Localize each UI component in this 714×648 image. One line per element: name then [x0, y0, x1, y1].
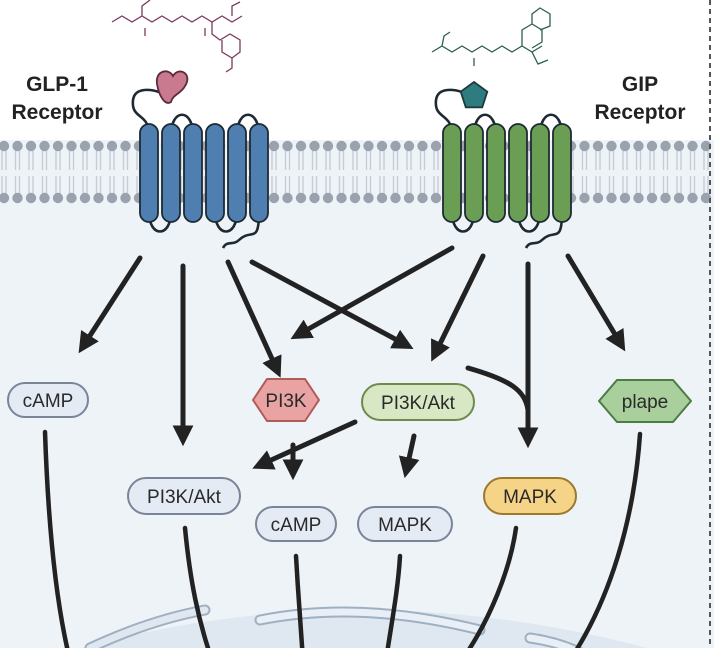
node-camp-left: cAMP [7, 382, 89, 418]
node-camp-mid: cAMP [255, 506, 337, 542]
node-mapk-mid: MAPK [357, 506, 453, 542]
phospholipid [633, 140, 644, 204]
node-label: PI3K/Akt [147, 487, 222, 508]
arrow-gip-to-pi3k [290, 245, 455, 340]
arrow-pi3k-akt-to-pi3k-akt-low [252, 419, 358, 470]
extracellular-space [0, 0, 714, 140]
transmembrane-helix [530, 123, 550, 223]
node-label: plape [622, 392, 669, 413]
phospholipid [403, 140, 415, 204]
transmembrane-helix [161, 123, 181, 223]
phospholipid [25, 140, 37, 204]
phospholipid [687, 140, 698, 204]
phospholipid [66, 140, 77, 204]
transmembrane-helix [486, 123, 506, 223]
phospholipid [120, 140, 131, 204]
node-label: PI3K/Akt [381, 393, 456, 414]
arrow-gip-to-plape [565, 253, 626, 352]
phospholipid [12, 140, 23, 204]
node-label: cAMP [23, 391, 74, 412]
phospholipid [282, 140, 293, 204]
phospholipid [39, 140, 50, 204]
gip-receptor [434, 80, 572, 249]
phospholipid [430, 140, 442, 204]
gip-agonist-molecule [431, 7, 551, 66]
transmembrane-helix [442, 123, 462, 223]
phospholipid [660, 140, 671, 204]
arrow-pi3k-akt-merge-mapk [465, 365, 531, 413]
line-mapk-to-nucleus [467, 525, 519, 648]
node-pi3k-akt-top: PI3K/Akt [361, 383, 475, 421]
node-mapk-right: MAPK [483, 477, 577, 515]
phospholipid [79, 140, 91, 204]
phospholipid [592, 140, 604, 204]
phospholipid [390, 140, 401, 204]
cytoplasm [0, 140, 714, 648]
line-camp-to-nucleus [42, 429, 70, 648]
gip-receptor-label-line1: GIP [622, 73, 658, 96]
phospholipid [106, 140, 118, 204]
arrow-glp1-to-pi3k-akt-top [249, 259, 414, 349]
node-pi3k-akt-low: PI3K/Akt [127, 477, 241, 515]
phospholipid [376, 140, 388, 204]
transmembrane-helix [139, 123, 159, 223]
phospholipid [268, 140, 280, 204]
phospholipid [363, 140, 374, 204]
node-label: MAPK [503, 487, 557, 508]
phospholipid [295, 140, 307, 204]
pentagon-ligand-icon [459, 80, 489, 109]
transmembrane-helix [227, 123, 247, 223]
transmembrane-helix [464, 123, 484, 223]
transmembrane-helix [508, 123, 528, 223]
phospholipid [0, 140, 10, 204]
node-label: cAMP [271, 515, 322, 536]
gip-receptor-label-line2: Receptor [594, 101, 685, 124]
phospholipid [619, 140, 631, 204]
nucleus [80, 604, 648, 648]
node-pi3k: PI3K [252, 378, 320, 422]
glp1-receptor-label-line1: GLP-1 [26, 73, 88, 96]
line-pi3k-akt-to-nucleus [182, 525, 211, 648]
phospholipid [309, 140, 320, 204]
phospholipid [349, 140, 361, 204]
phospholipid [322, 140, 334, 204]
node-plape: plape [598, 379, 692, 423]
transmembrane-helix [183, 123, 203, 223]
phospholipid [93, 140, 104, 204]
glp1-receptor-label-line2: Receptor [11, 101, 102, 124]
arrow-glp1-to-pi3k [225, 259, 282, 378]
phospholipid [52, 140, 64, 204]
glp1-receptor [131, 70, 269, 249]
signaling-arrows [42, 245, 643, 648]
arrow-glp1-to-camp [78, 255, 143, 354]
transmembrane-helix [205, 123, 225, 223]
transmembrane-helix [249, 123, 269, 223]
blob-ligand-icon [156, 70, 189, 104]
arrow-pi3k-akt-to-mapk-mid [398, 433, 420, 479]
arrow-gip-to-pi3k-akt-top [431, 253, 486, 362]
phospholipid [417, 140, 428, 204]
phospholipid [700, 140, 712, 204]
glp1-agonist-molecule [111, 0, 243, 73]
phospholipid [336, 140, 347, 204]
transmembrane-helix [552, 123, 572, 223]
line-plape-to-nucleus [574, 431, 643, 648]
phospholipid [673, 140, 685, 204]
phospholipid [606, 140, 617, 204]
node-label: MAPK [378, 515, 432, 536]
phospholipid [646, 140, 658, 204]
node-label: PI3K [265, 391, 307, 412]
phospholipid [579, 140, 590, 204]
